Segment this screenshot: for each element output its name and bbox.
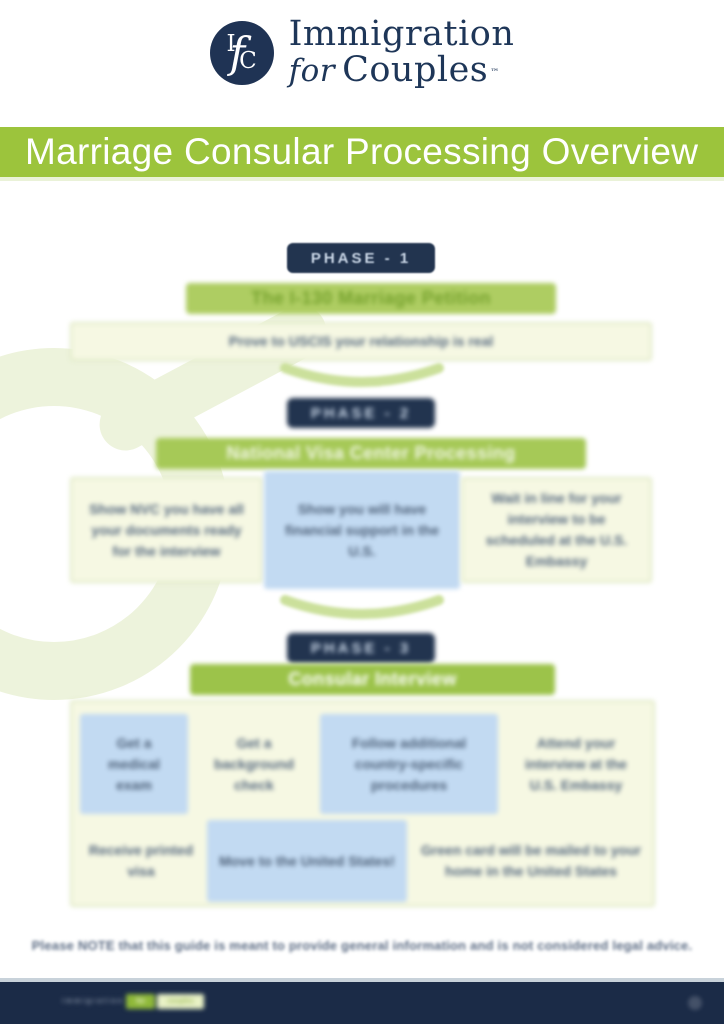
phase2-title: National Visa Center Processing <box>156 438 586 469</box>
trademark-symbol: ™ <box>490 67 500 78</box>
phase3-badge: PHASE - 3 <box>287 633 435 663</box>
brand-for: for <box>288 52 336 89</box>
disclaimer-text: Please NOTE that this guide is meant to … <box>31 938 693 953</box>
phase3-step-box-highlight: Move to the United States! <box>207 820 407 902</box>
down-chevron-icon <box>277 362 447 392</box>
phase3-step-box-highlight: Follow additional country-specific proce… <box>320 714 498 814</box>
phase3-title: Consular Interview <box>190 664 555 695</box>
title-banner: Marriage Consular Processing Overview <box>0 127 724 181</box>
phase3-step-cell: Green card will be mailed to your home i… <box>420 842 642 879</box>
footer-top-strip <box>0 978 724 982</box>
brand-line1: Immigration <box>288 14 515 54</box>
phase3-step-cell: Attend your interview at the U.S. Embass… <box>525 734 627 793</box>
phase3-step-cell: Get a background check <box>213 734 295 793</box>
phase2-step-box: Wait in line for your interview to be sc… <box>461 477 652 583</box>
monogram-letter: f <box>229 27 246 77</box>
footer: immigration for couples <box>0 978 724 1024</box>
monogram-letter: I <box>226 31 236 58</box>
phase2-step-box: Show NVC you have all your documents rea… <box>70 477 263 583</box>
footer-brand-part3: couples <box>157 994 204 1009</box>
phase2-badge: PHASE - 2 <box>287 398 435 428</box>
footer-bar: immigration for couples <box>0 982 724 1024</box>
phase1-badge: PHASE - 1 <box>287 243 435 273</box>
phase2-step-box-highlight: Show you will have financial support in … <box>264 471 460 589</box>
footer-page-mark <box>688 996 702 1010</box>
down-chevron-icon <box>277 594 447 624</box>
phase1-title: The I-130 Marriage Petition <box>186 283 556 314</box>
footer-brand-part2: for <box>126 994 156 1009</box>
phase1-step-box: Prove to USCIS your relationship is real <box>70 322 652 361</box>
phase3-step-box-highlight: Get a medical exam <box>80 714 188 814</box>
ifc-monogram-icon: I f C <box>209 20 274 85</box>
phase3-step-cell: Receive printed visa <box>88 842 194 879</box>
page-title: Marriage Consular Processing Overview <box>25 131 699 172</box>
brand-couples: Couples <box>342 49 489 90</box>
footer-brand-part1: immigration <box>62 998 125 1005</box>
monogram-letter: C <box>239 48 257 75</box>
footer-brand-logo: immigration for couples <box>62 994 204 1009</box>
phase3-steps-container: Get a medical exam Get a background chec… <box>70 700 655 907</box>
